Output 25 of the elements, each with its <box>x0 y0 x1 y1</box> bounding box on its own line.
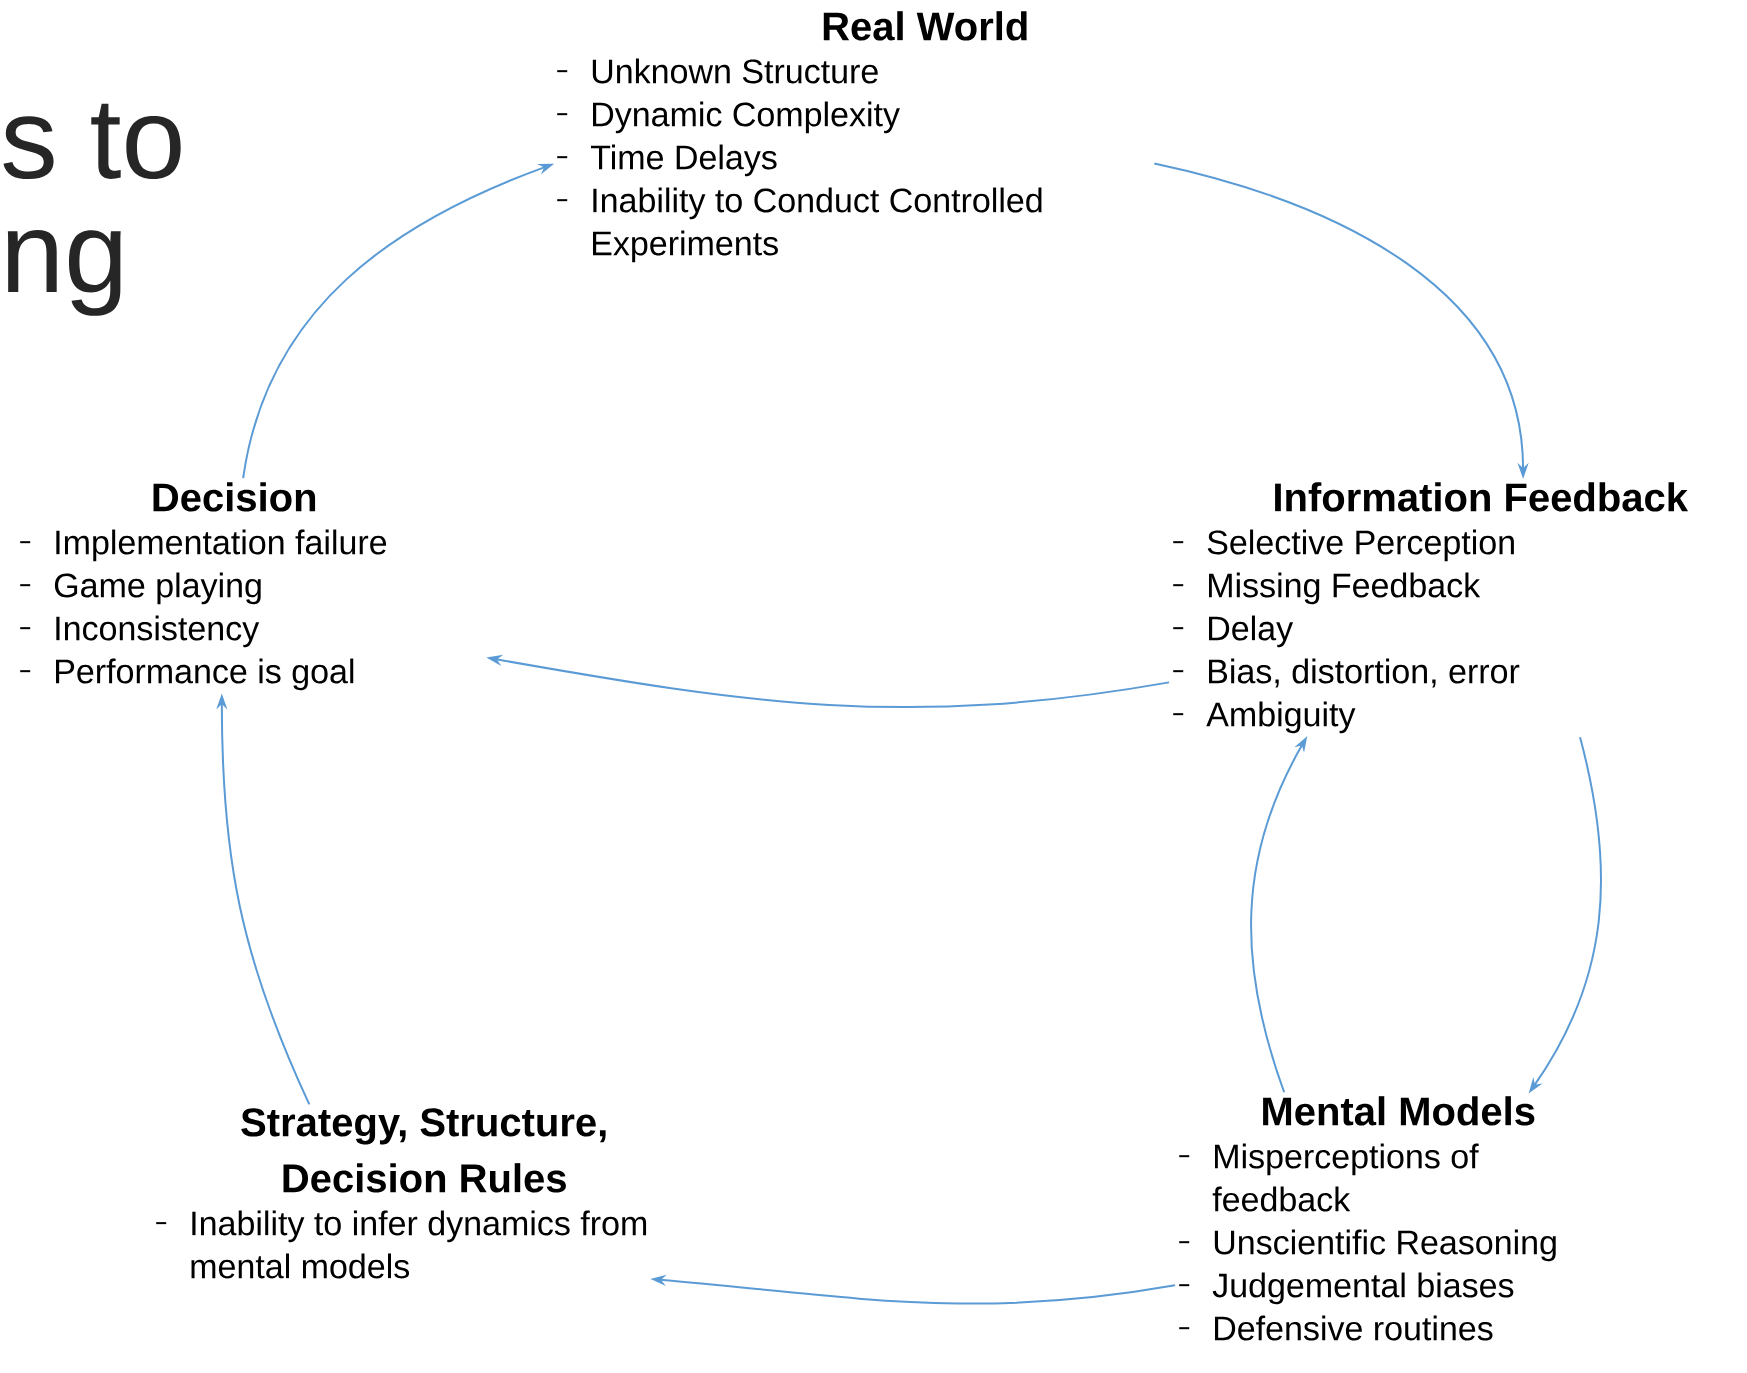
bullet-item: Inconsistency <box>19 615 260 648</box>
heading: Decision <box>153 482 316 512</box>
bullet-item: Unknown Structure <box>556 58 878 84</box>
bullet-item: Selective Perception <box>1172 529 1514 562</box>
bullet-item: Ambiguity <box>1172 701 1356 734</box>
bullet-item: Inability to Conduct Controlled Experiments <box>556 187 1042 263</box>
bullet-item: Inability to infer dynamics from mental models <box>155 1210 647 1279</box>
title-fragment: s to <box>3 103 181 180</box>
bullet-item: Judgemental biases <box>1178 1272 1514 1305</box>
heading: Information Feedback <box>1275 482 1689 512</box>
bullet-item: Unscientific Reasoning <box>1178 1229 1556 1262</box>
heading: Mental Models <box>1263 1096 1535 1126</box>
bullet-item: Missing Feedback <box>1172 572 1481 605</box>
title-fragment: ng <box>7 230 121 316</box>
bullet-item: Game playing <box>19 572 261 605</box>
bullet-item: Misperceptions of feedback <box>1178 1143 1479 1212</box>
bullet-item: Time Delays <box>556 144 777 177</box>
bullet-item: Dynamic Complexity <box>556 101 900 134</box>
heading: Strategy, Structure, Decision Rules <box>241 1108 606 1193</box>
bullet-item: Performance is goal <box>19 658 354 691</box>
heading: Real World <box>823 11 1027 41</box>
bullet-item: Bias, distortion, error <box>1172 658 1520 688</box>
bullet-item: Defensive routines <box>1178 1315 1493 1341</box>
bullet-item: Delay <box>1172 615 1294 648</box>
bullet-item: Implementation failure <box>19 529 387 562</box>
